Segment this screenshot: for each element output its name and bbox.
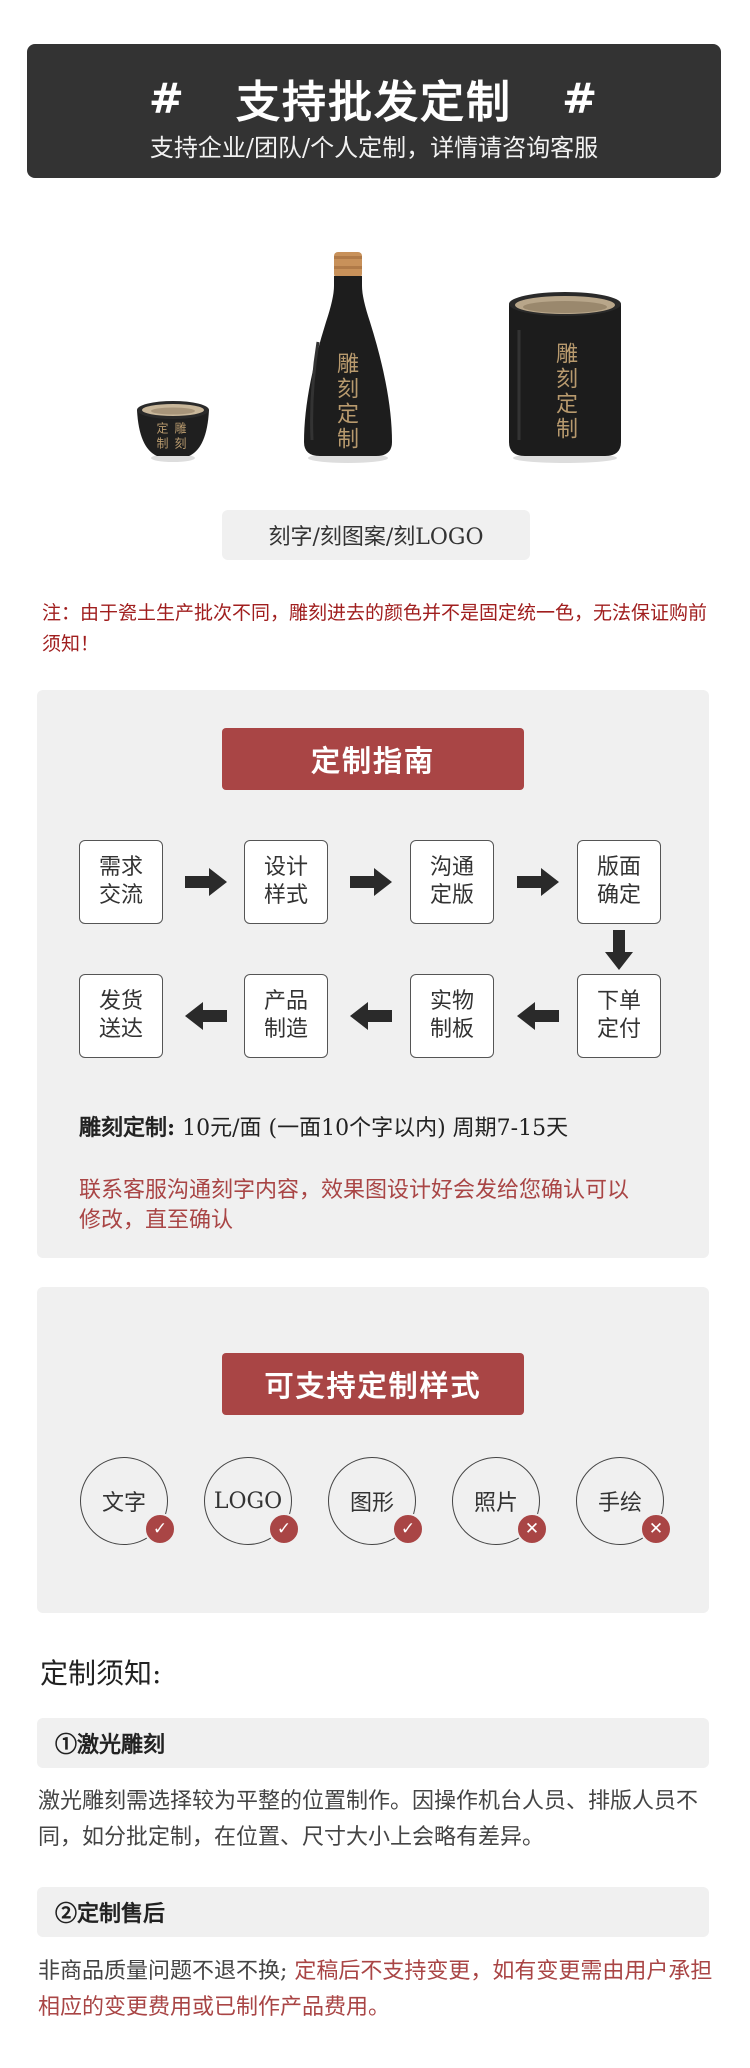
arrow-left-icon [517,1002,559,1030]
custom-guide-panel: 定制指南 需求 交流 设计 样式 沟通 定版 版面 确定 发货 送达 产品 制造… [37,690,709,1258]
arrow-left-icon [185,1002,227,1030]
small-cup-text-2: 雕刻 [173,422,187,452]
step-manufacture: 产品 制造 [244,974,328,1058]
step-label: 发货 送达 [98,989,143,1042]
small-cup-image: 定制 雕刻 [135,400,211,466]
step-label: 实物 制板 [429,989,474,1042]
after-sales-red: 定稿后不支持变更，如有变更需由用户承担相应的变更费用或已制作产品费用。 [38,1959,713,2020]
hash-left: # [148,73,186,123]
style-label: 图形 [328,1457,416,1545]
step-label: 沟通 定版 [429,855,474,908]
step-label: 下单 定付 [596,989,641,1042]
step-layout-confirm: 版面 确定 [577,840,661,924]
step-label: 需求 交流 [98,855,143,908]
mug-text: 雕刻定制 [552,342,577,442]
after-sales-text: 非商品质量问题不退不换; 定稿后不支持变更，如有变更需由用户承担相应的变更费用或… [38,1954,718,2026]
notice-title: 定制须知: [40,1657,162,1690]
supported-styles-panel: 可支持定制样式 文字 ✓ LOGO ✓ 图形 ✓ 照片 ✕ 手绘 ✕ [37,1287,709,1613]
banner-subtitle: 支持企业/团队/个人定制，详情请咨询客服 [149,134,599,162]
laser-text: 激光雕刻需选择较为平整的位置制作。因操作机台人员、排版人员不同，如分批定制，在位… [38,1789,699,1850]
mug-image: 雕刻定制 [505,290,625,468]
banner-title: 支持批发定制 [236,77,512,128]
batch-color-note: 注：由于瓷土生产批次不同，雕刻进去的颜色并不是固定统一色，无法保证购前须知！ [42,602,708,655]
step-label: 版面 确定 [596,855,641,908]
style-text: 文字 ✓ [80,1457,176,1545]
bottle-image: 雕刻定制 [300,252,396,468]
step-delivery: 发货 送达 [79,974,163,1058]
cross-icon: ✕ [516,1513,548,1545]
contact-note: 联系客服沟通刻字内容，效果图设计好会发给您确认可以修改，直至确认 [79,1178,630,1233]
step-confirm-draft: 沟通 定版 [410,840,494,924]
small-cup-text-1: 定制 [155,422,169,452]
carve-detail: 10元/面 (一面10个字以内) 周期7-15天 [182,1116,569,1141]
check-icon: ✓ [392,1513,424,1545]
arrow-right-icon [517,868,559,896]
step-order-pay: 下单 定付 [577,974,661,1058]
bottle-text: 雕刻定制 [333,352,358,452]
step-label: 产品 制造 [263,989,308,1042]
banner-title-row: # 支持批发定制 # [27,66,721,130]
after-sales-heading: ②定制售后 [37,1887,709,1937]
step-label: 设计 样式 [263,855,308,908]
step-requirement: 需求 交流 [79,840,163,924]
check-icon: ✓ [144,1513,176,1545]
hash-right: # [562,73,600,123]
laser-heading: ①激光雕刻 [37,1718,709,1768]
style-photo: 照片 ✕ [452,1457,548,1545]
style-graphic: 图形 ✓ [328,1457,424,1545]
arrow-right-icon [350,868,392,896]
arrow-right-icon [185,868,227,896]
carve-price-line: 雕刻定制: 10元/面 (一面10个字以内) 周期7-15天 [79,1110,568,1142]
arrow-left-icon [350,1002,392,1030]
cross-icon: ✕ [640,1513,672,1545]
header-banner: # 支持批发定制 # 支持企业/团队/个人定制，详情请咨询客服 [27,44,721,178]
guide-title: 定制指南 [222,728,524,790]
product-photos: 定制 雕刻 雕刻定制 雕刻定制 [0,240,750,480]
styles-title: 可支持定制样式 [222,1353,524,1415]
style-handdrawn: 手绘 ✕ [576,1457,672,1545]
step-design: 设计 样式 [244,840,328,924]
style-logo: LOGO ✓ [204,1457,300,1545]
carve-label: 雕刻定制: [79,1115,176,1141]
step-sample: 实物 制板 [410,974,494,1058]
style-label: 文字 [80,1457,168,1545]
engrave-types-tag: 刻字/刻图案/刻LOGO [222,510,530,560]
after-sales-plain: 非商品质量问题不退不换; [38,1959,288,1984]
check-icon: ✓ [268,1513,300,1545]
arrow-down-icon [605,930,633,970]
